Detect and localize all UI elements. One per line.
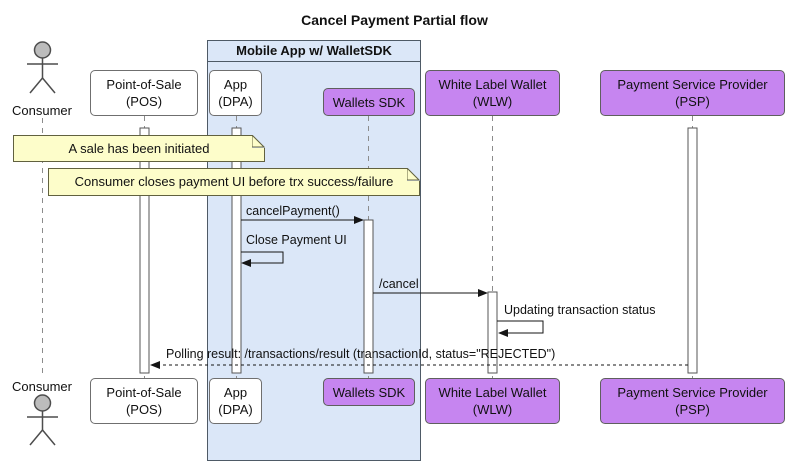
- participant-psp-top: Payment Service Provider (PSP): [600, 70, 785, 116]
- participant-label: Point-of-Sale: [106, 385, 182, 400]
- participant-sublabel: (POS): [125, 402, 163, 417]
- message-label-close-payment-ui: Close Payment UI: [246, 233, 347, 247]
- participant-label: White Label Wallet: [438, 385, 547, 400]
- participant-label: Point-of-Sale: [106, 77, 182, 92]
- diagram-title: Cancel Payment Partial flow: [301, 12, 488, 28]
- participant-sublabel: (DPA): [218, 402, 253, 417]
- participant-label: App: [223, 77, 248, 92]
- participant-label: White Label Wallet: [438, 77, 547, 92]
- note-consumer-closes-ui: Consumer closes payment UI before trx su…: [48, 168, 420, 196]
- actor-head: [33, 394, 52, 412]
- participant-label: Wallets SDK: [332, 94, 406, 110]
- participant-label: App: [223, 385, 248, 400]
- arrowhead-polling-result: [150, 361, 160, 369]
- participant-sublabel: (DPA): [218, 94, 253, 109]
- participant-wlw-bottom: White Label Wallet (WLW): [425, 378, 560, 424]
- participant-label: Payment Service Provider: [617, 385, 768, 400]
- participant-sublabel: (PSP): [675, 94, 710, 109]
- participant-sdk-bottom: Wallets SDK: [323, 378, 415, 406]
- note-fold-icon: [407, 168, 420, 181]
- actor-head: [33, 41, 52, 59]
- participant-sublabel: (WLW): [472, 402, 513, 417]
- participant-wlw-top: White Label Wallet (WLW): [425, 70, 560, 116]
- note-text: Consumer closes payment UI before trx su…: [74, 174, 394, 189]
- participant-sublabel: (PSP): [675, 402, 710, 417]
- participant-app-top: App (DPA): [209, 70, 262, 116]
- actor-consumer-top: [27, 41, 58, 94]
- participant-pos-bottom: Point-of-Sale (POS): [90, 378, 198, 424]
- message-label-polling-result: Polling result: /transactions/result (tr…: [166, 347, 556, 361]
- participant-app-bottom: App (DPA): [209, 378, 262, 424]
- message-label-cancel: /cancel: [379, 277, 419, 291]
- message-label-updating-status: Updating transaction status: [504, 303, 656, 317]
- participant-label: Payment Service Provider: [617, 77, 768, 92]
- participant-sublabel: (POS): [125, 94, 163, 109]
- participant-sublabel: (WLW): [472, 94, 513, 109]
- activation-pos: [139, 127, 150, 374]
- participant-pos-top: Point-of-Sale (POS): [90, 70, 198, 116]
- actor-label-consumer-bottom: Consumer: [12, 379, 72, 394]
- activation-psp: [687, 127, 698, 374]
- arrowhead-cancel: [478, 289, 488, 297]
- group-box-title: Mobile App w/ WalletSDK: [208, 41, 420, 62]
- participant-label: Wallets SDK: [332, 384, 406, 400]
- participant-psp-bottom: Payment Service Provider (PSP): [600, 378, 785, 424]
- note-sale-initiated: A sale has been initiated: [13, 135, 265, 162]
- actor-label-consumer-top: Consumer: [12, 103, 72, 118]
- message-label-cancelpayment: cancelPayment(): [246, 204, 340, 218]
- actor-consumer-bottom: [27, 394, 58, 446]
- arrow-updating-status: [497, 320, 544, 334]
- note-text: A sale has been initiated: [68, 141, 210, 156]
- note-fold-icon: [252, 135, 265, 148]
- arrowhead-updating-status: [498, 329, 508, 337]
- participant-sdk-top: Wallets SDK: [323, 88, 415, 116]
